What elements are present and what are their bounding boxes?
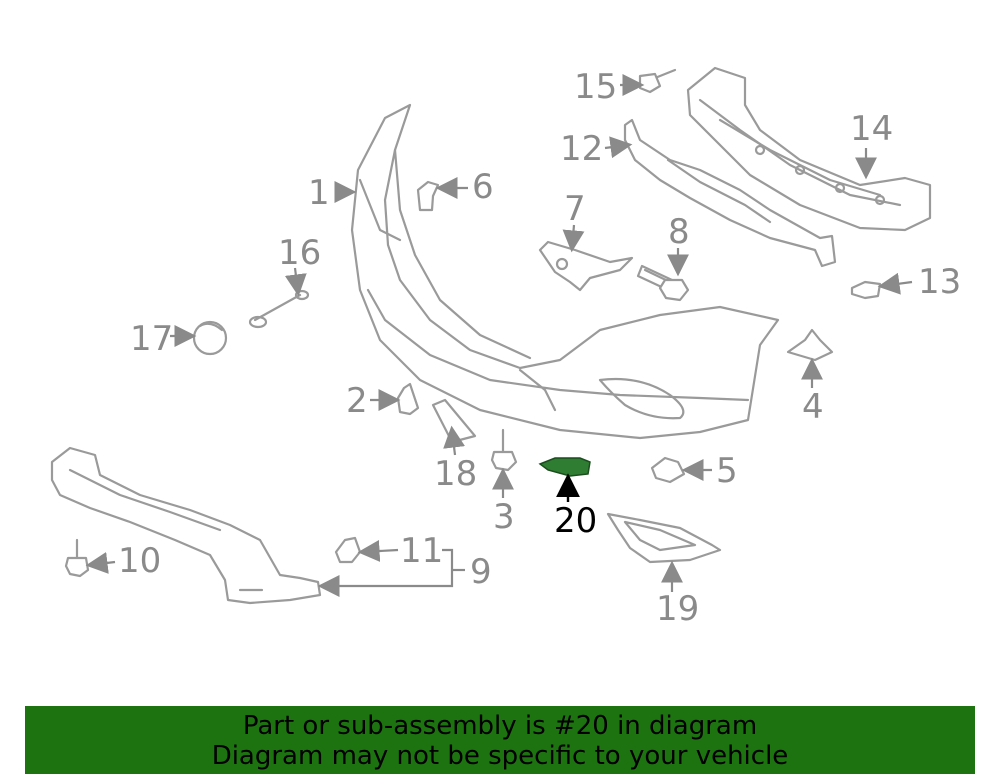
part-7-bracket bbox=[538, 240, 634, 292]
part-19-bezel bbox=[606, 512, 722, 564]
parts-diagram: 1 2 3 4 5 6 7 8 9 10 11 12 13 14 15 16 1… bbox=[50, 66, 961, 629]
callout-6: 6 bbox=[472, 167, 494, 207]
callout-10: 10 bbox=[118, 541, 161, 581]
part-2-clip bbox=[396, 382, 420, 416]
part-4-bracket bbox=[786, 328, 834, 362]
callout-16: 16 bbox=[278, 233, 321, 273]
callout-15: 15 bbox=[574, 67, 617, 107]
part-10-bolt bbox=[64, 538, 90, 578]
part-20-bracket-highlighted bbox=[538, 457, 591, 477]
notice-line-2: Diagram may not be specific to your vehi… bbox=[211, 741, 789, 771]
part-17-cap bbox=[192, 320, 228, 356]
callout-3: 3 bbox=[493, 497, 515, 537]
callout-4: 4 bbox=[802, 387, 824, 427]
callout-12: 12 bbox=[560, 129, 603, 169]
notice-banner: Part or sub-assembly is #20 in diagram D… bbox=[25, 706, 975, 774]
leader-lines bbox=[85, 74, 913, 597]
part-16-rod bbox=[248, 289, 310, 329]
callout-14: 14 bbox=[850, 109, 893, 149]
callout-labels: 1 2 3 4 5 6 7 8 9 10 11 12 13 14 15 16 1… bbox=[118, 67, 961, 629]
callout-8: 8 bbox=[668, 212, 690, 252]
part-6-bracket bbox=[416, 180, 440, 212]
part-11-nut bbox=[334, 536, 362, 564]
part-18-bracket bbox=[431, 398, 477, 444]
callout-17: 17 bbox=[130, 319, 173, 359]
callout-2: 2 bbox=[346, 381, 368, 421]
callout-11: 11 bbox=[400, 531, 443, 571]
callout-9: 9 bbox=[470, 552, 492, 592]
part-12-absorber bbox=[623, 118, 837, 268]
callout-13: 13 bbox=[918, 262, 961, 302]
part-9-lower-absorber bbox=[50, 446, 322, 605]
part-5-nut bbox=[650, 456, 686, 484]
callout-5: 5 bbox=[716, 451, 738, 491]
callout-7: 7 bbox=[564, 189, 586, 229]
part-8-bolt bbox=[636, 264, 690, 302]
notice-line-1: Part or sub-assembly is #20 in diagram bbox=[242, 711, 758, 741]
part-13-clip bbox=[850, 280, 882, 300]
part-3-bolt bbox=[490, 428, 518, 472]
part-14-reinforcement bbox=[686, 66, 932, 232]
callout-1: 1 bbox=[308, 173, 330, 213]
callout-20: 20 bbox=[554, 501, 597, 541]
callout-19: 19 bbox=[656, 589, 699, 629]
part-15-bolt bbox=[638, 68, 677, 94]
callout-18: 18 bbox=[434, 454, 477, 494]
part-1-bumper-cover bbox=[350, 103, 780, 440]
